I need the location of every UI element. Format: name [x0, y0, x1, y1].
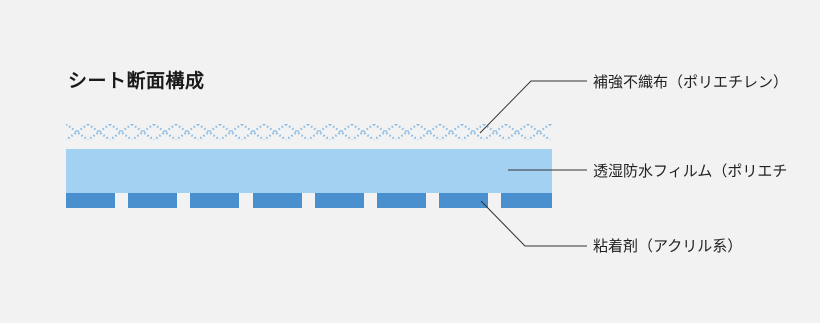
diagram-title: シート断面構成	[68, 70, 205, 92]
adhesive-segment	[439, 193, 488, 208]
adhesive-segment	[501, 193, 552, 208]
nonwoven-fabric-label: 補強不織布（ポリエチレン）	[593, 73, 789, 91]
adhesive-segment	[377, 193, 426, 208]
waterproof-film-layer	[66, 149, 552, 193]
adhesive-segment	[66, 193, 115, 208]
adhesive-segment	[190, 193, 239, 208]
waterproof-film-label: 透湿防水フィルム（ポリエチ	[593, 162, 788, 180]
adhesive-label: 粘着剤（アクリル系）	[593, 237, 743, 255]
adhesive-layer	[66, 193, 552, 208]
adhesive-segment	[315, 193, 364, 208]
adhesive-segment	[128, 193, 177, 208]
leader-line-adhesive	[480, 200, 587, 247]
nonwoven-fabric-layer	[66, 124, 552, 140]
leader-line-nonwoven	[479, 80, 587, 134]
adhesive-segment	[253, 193, 302, 208]
